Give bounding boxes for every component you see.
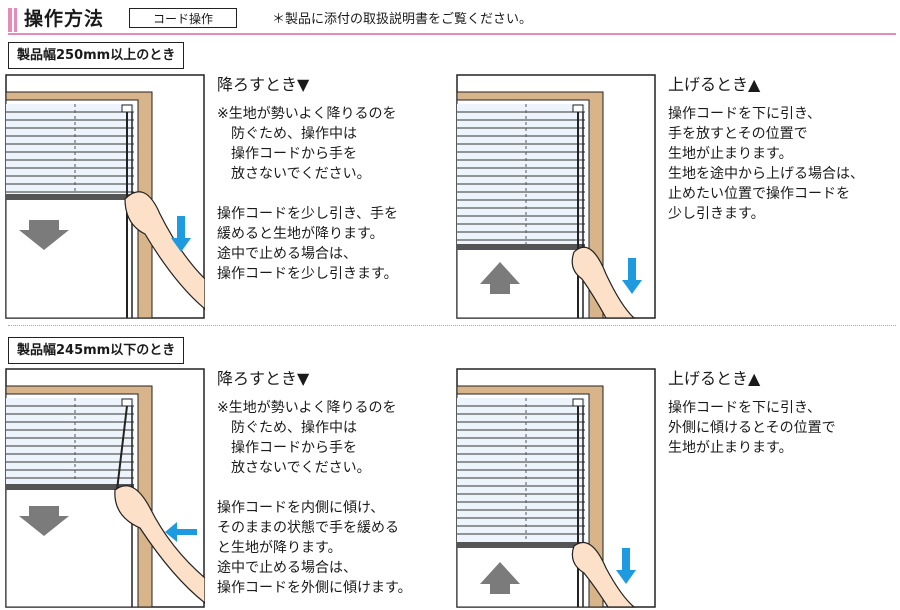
raise-heading-narrow: 上げるとき▲ [668, 369, 761, 388]
lower-heading-wide: 降ろすとき▼ [217, 75, 310, 94]
section-label-wide: 製品幅250mm以上のとき [8, 42, 185, 69]
section-label-narrow: 製品幅245mm以下のとき [8, 337, 185, 364]
section-divider [8, 325, 896, 326]
header-accent-bar-2 [14, 8, 17, 32]
page-title: 操作方法 [24, 8, 105, 30]
raise-heading-wide: 上げるとき▲ [668, 75, 761, 94]
illustration-raise-wide [456, 74, 656, 319]
lower-caution-narrow: ※生地が勢いよく降りるのを 防ぐため、操作中は 操作コードから手を 放さないでく… [217, 400, 397, 476]
operation-type-tag: コード操作 [129, 8, 237, 28]
manual-note: ＊製品に添付の取扱説明書をご覧ください。 [272, 12, 533, 27]
illustration-lower-wide [5, 74, 205, 319]
illustration-lower-narrow [5, 368, 205, 608]
lower-heading-narrow: 降ろすとき▼ [217, 369, 310, 388]
raise-instructions-wide: 操作コードを下に引き、 手を放すとその位置で 生地が止まります。 生地を途中から… [668, 106, 864, 222]
lower-caution-wide: ※生地が勢いよく降りるのを 防ぐため、操作中は 操作コードから手を 放さないでく… [217, 106, 397, 182]
header-underline [8, 33, 896, 35]
lower-instructions-narrow: 操作コードを内側に傾け、 そのままの状態で手を緩める と生地が降ります。 途中で… [217, 500, 412, 596]
header-accent-bar [8, 8, 12, 32]
raise-instructions-narrow: 操作コードを下に引き、 外側に傾けるとその位置で 生地が止まります。 [668, 400, 836, 456]
illustration-raise-narrow [456, 368, 656, 608]
lower-instructions-wide: 操作コードを少し引き、手を 緩めると生地が降ります。 途中で止める場合は、 操作… [217, 206, 399, 282]
